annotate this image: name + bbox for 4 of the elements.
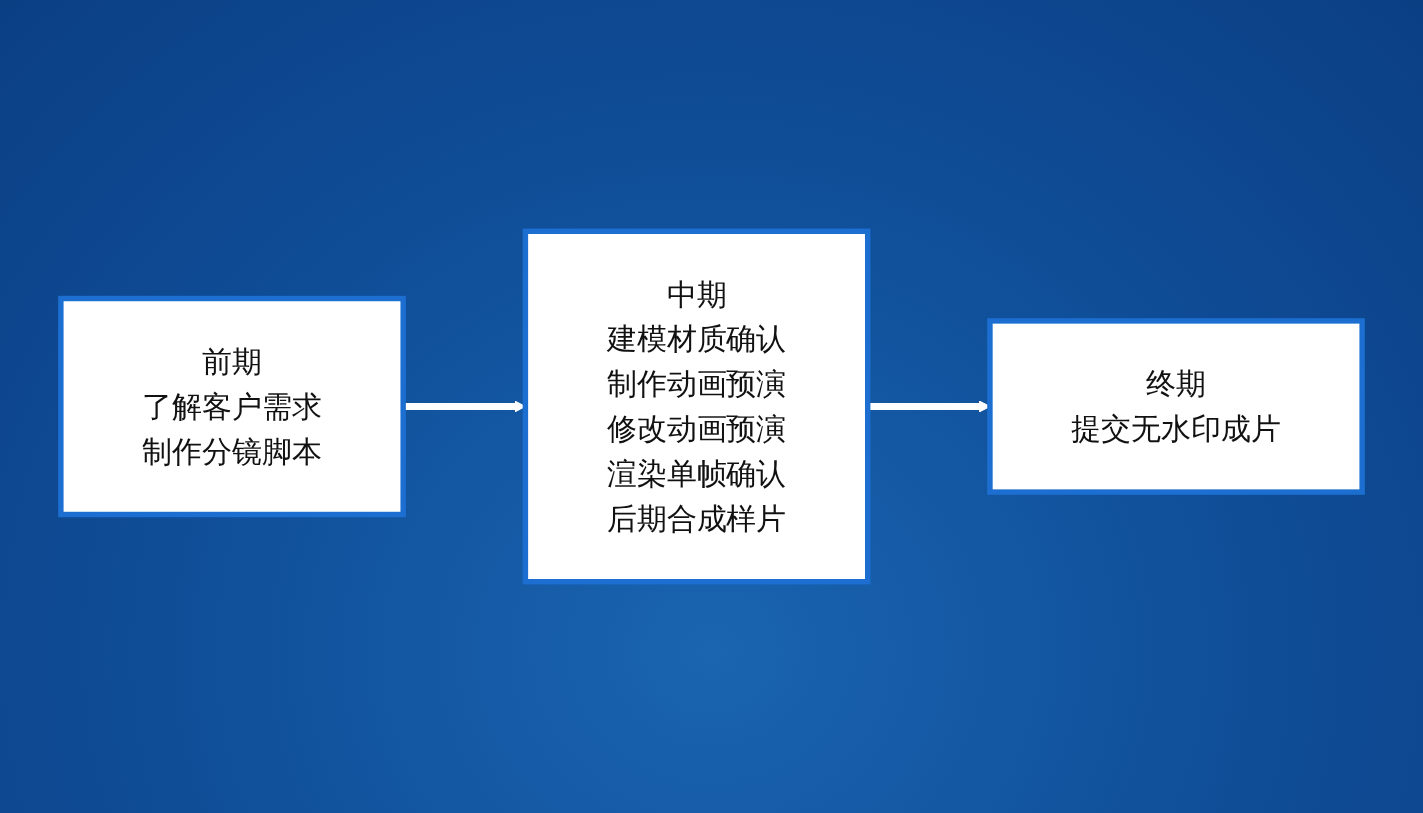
arrow: [403, 400, 526, 413]
node-box: 前期 了解客户需求 制作分镜脚本: [58, 295, 406, 518]
node-box: 终期 提交无水印成片: [987, 318, 1365, 495]
node-box: 中期 建模材质确认 制作动画预演 修改动画预演 渲染单帧确认 后期合成样片: [522, 228, 871, 585]
